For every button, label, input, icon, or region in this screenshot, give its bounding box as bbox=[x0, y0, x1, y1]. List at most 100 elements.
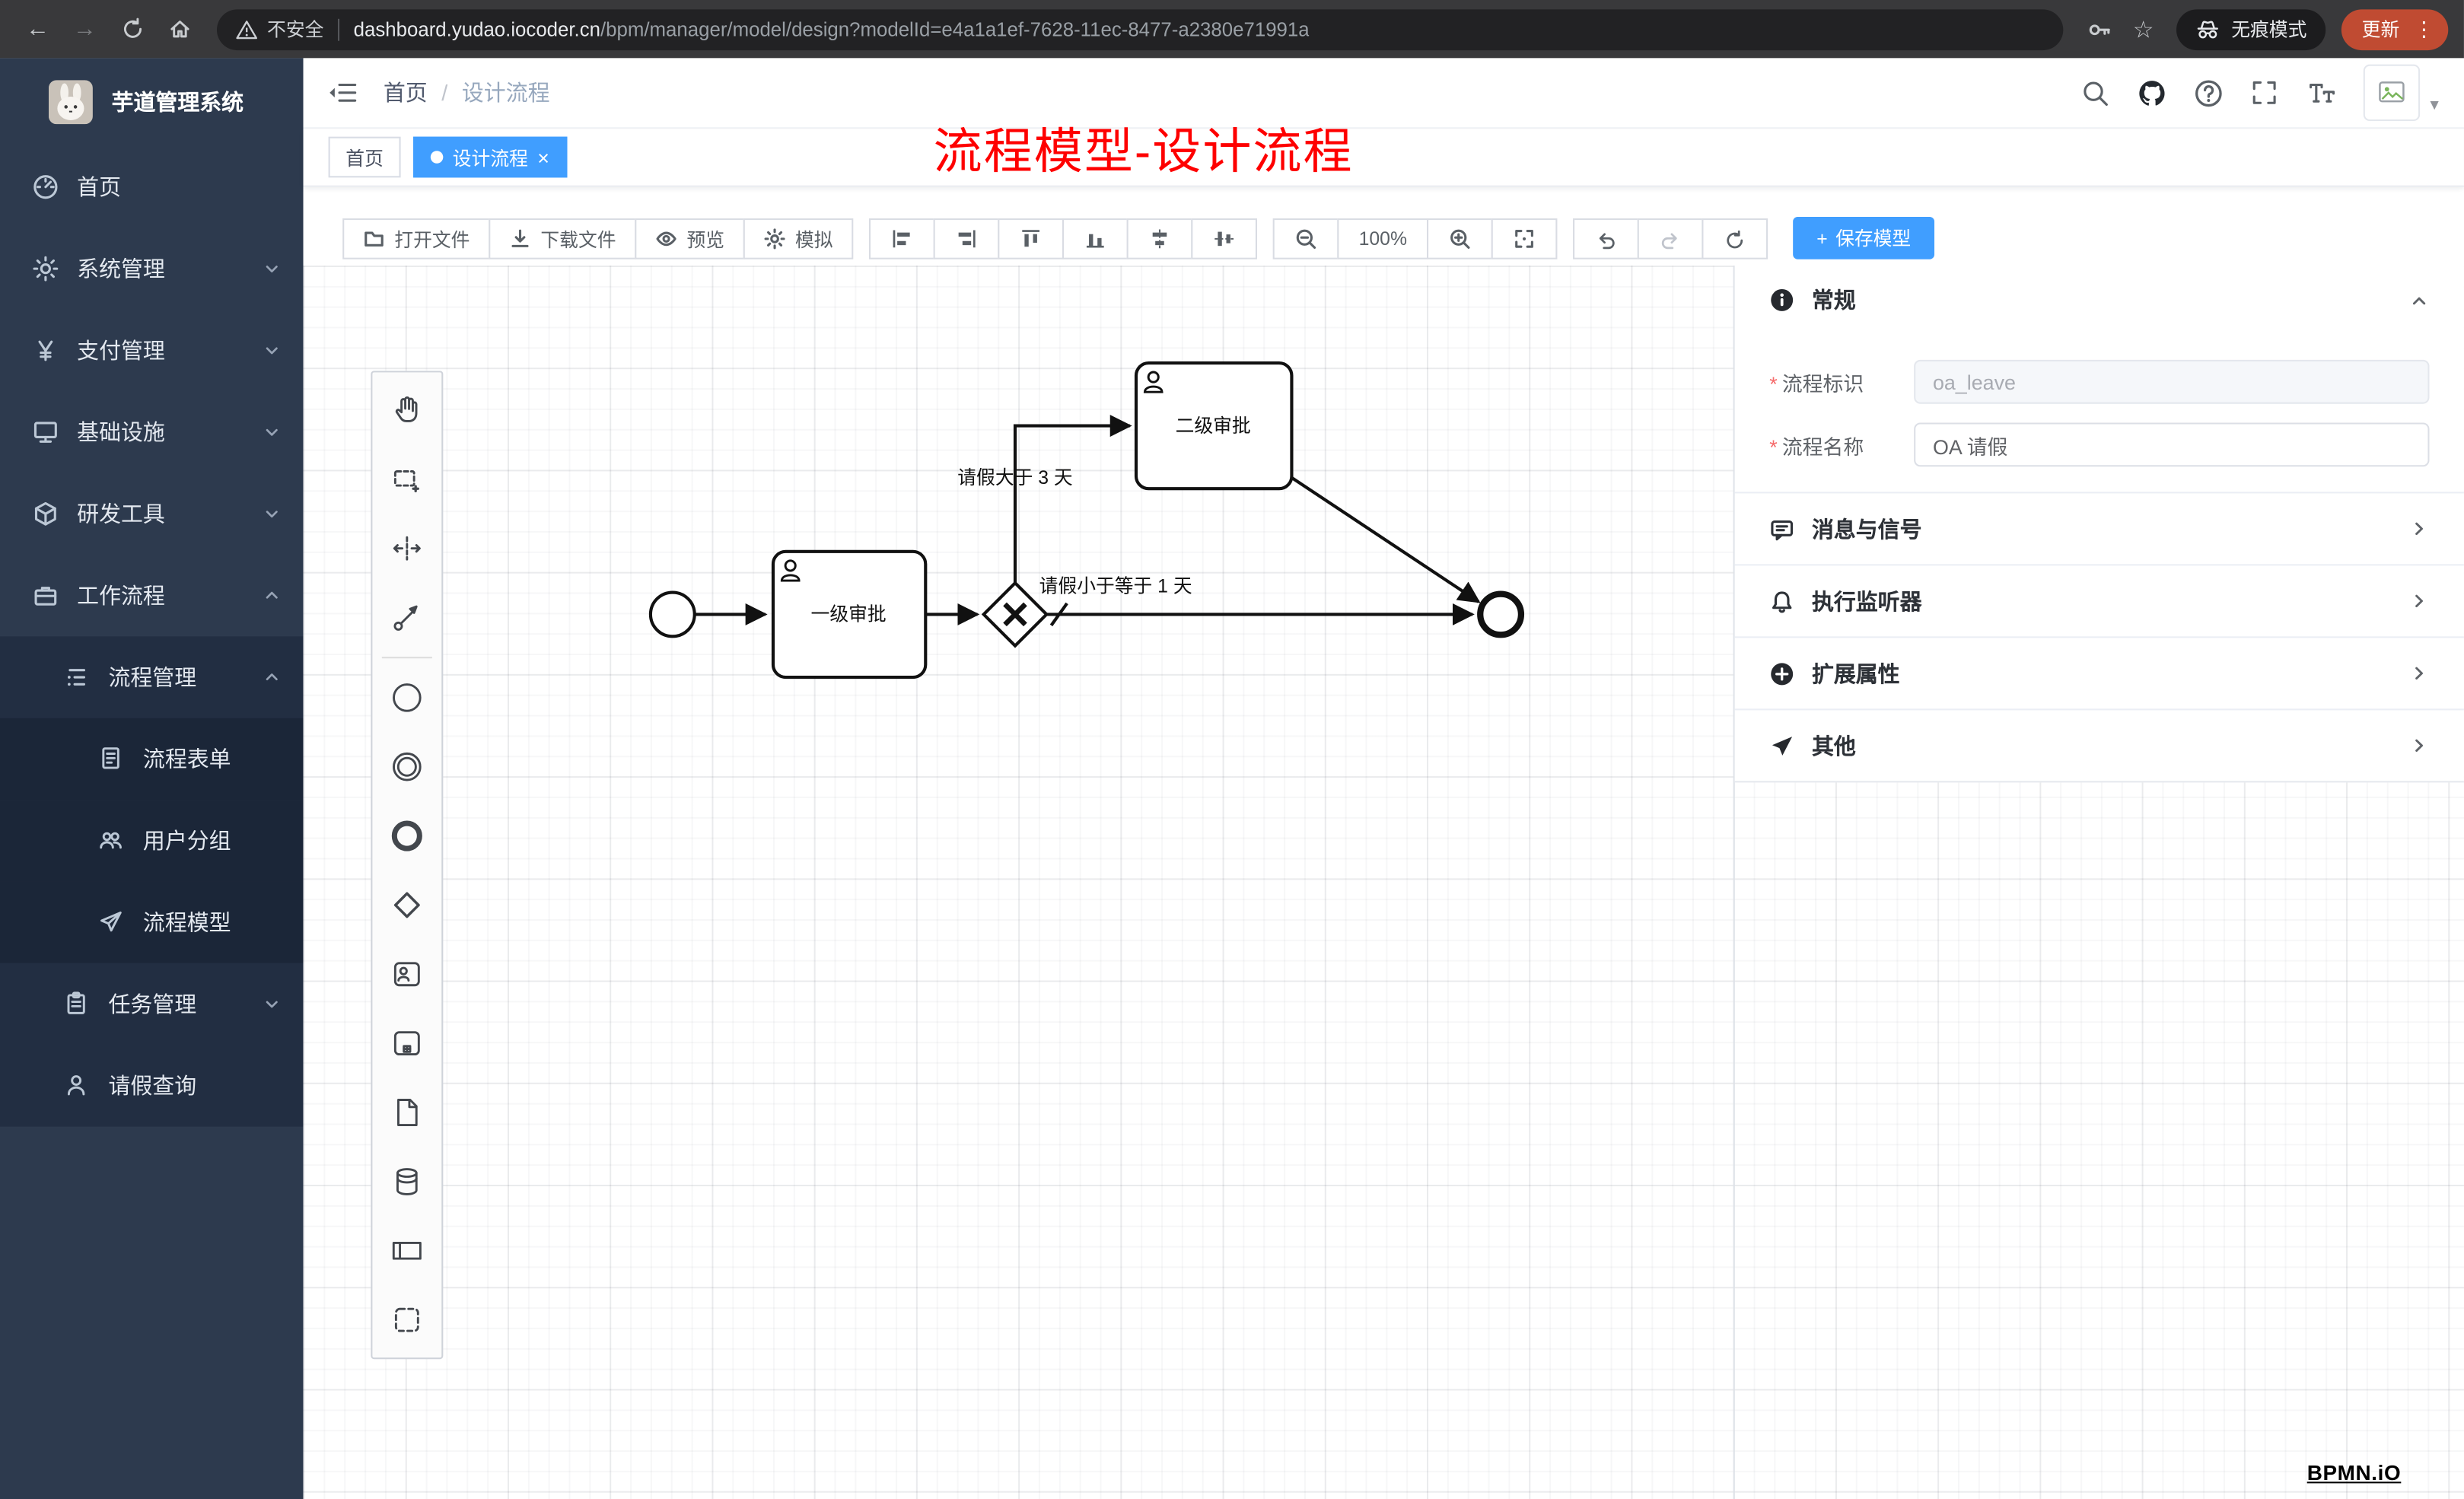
start-event[interactable] bbox=[648, 590, 696, 638]
align-bottom-button[interactable] bbox=[1062, 218, 1129, 259]
fullscreen-button[interactable] bbox=[2251, 78, 2281, 107]
sidebar-item-workflow[interactable]: 工作流程 bbox=[0, 555, 304, 636]
sidebar-logo[interactable]: 芋道管理系统 bbox=[0, 58, 304, 146]
browser-update-button[interactable]: 更新 ⋮ bbox=[2341, 8, 2449, 50]
zoom-level-indicator: 100% bbox=[1337, 218, 1429, 259]
breadcrumb-home[interactable]: 首页 bbox=[383, 80, 428, 106]
sidebar-fold-button[interactable] bbox=[327, 77, 358, 108]
sidebar-item-process-models[interactable]: 流程模型 bbox=[0, 881, 304, 963]
help-button[interactable] bbox=[2195, 78, 2224, 107]
browser-reload-button[interactable] bbox=[110, 7, 154, 51]
palette-create-start-event[interactable] bbox=[372, 663, 441, 732]
space-tool-icon bbox=[393, 536, 421, 561]
open-file-button[interactable]: 打开文件 bbox=[342, 218, 491, 259]
zoom-out-button[interactable] bbox=[1272, 218, 1339, 259]
palette-create-subprocess[interactable] bbox=[372, 1009, 441, 1078]
task-label: 二级审批 bbox=[1176, 415, 1251, 437]
palette-global-connect-tool[interactable] bbox=[372, 583, 441, 652]
align-center-horizontal-button[interactable] bbox=[1126, 218, 1193, 259]
zoom-reset-button[interactable] bbox=[1491, 218, 1558, 259]
user-avatar-button[interactable]: ▾ bbox=[2364, 64, 2439, 122]
bpmn-io-watermark[interactable]: BPMN.iO bbox=[2306, 1461, 2402, 1485]
palette-create-intermediate-event[interactable] bbox=[372, 732, 441, 801]
sidebar-item-home[interactable]: 首页 bbox=[0, 146, 304, 228]
file-button-group: 打开文件 下载文件 预览 模拟 bbox=[342, 218, 854, 259]
browser-forward-button[interactable]: → bbox=[63, 7, 107, 51]
palette-create-data-object[interactable] bbox=[372, 1078, 441, 1147]
palette-create-user-task[interactable] bbox=[372, 940, 441, 1009]
section-other[interactable]: 其他 bbox=[1734, 708, 2464, 781]
palette-create-participant[interactable] bbox=[372, 1216, 441, 1285]
lasso-icon bbox=[393, 470, 419, 492]
undo-button[interactable] bbox=[1573, 218, 1639, 259]
bpmn-canvas[interactable]: 一级审批 bbox=[303, 265, 2464, 1499]
tab-design-process[interactable]: 设计流程 × bbox=[413, 136, 567, 178]
palette-create-group[interactable] bbox=[372, 1285, 441, 1354]
user-task-level2[interactable]: 二级审批 bbox=[1134, 361, 1294, 491]
gateway-icon bbox=[393, 892, 420, 918]
end-event[interactable] bbox=[1477, 590, 1525, 638]
form-row-process-key: *流程标识 bbox=[1769, 359, 2430, 404]
user-task-level1[interactable]: 一级审批 bbox=[771, 549, 928, 679]
palette-create-gateway[interactable] bbox=[372, 870, 441, 940]
browser-toolbar: ← → 不安全 dashboard.yudao.iocoder.cn/bpm/m… bbox=[0, 0, 2464, 59]
font-size-button[interactable] bbox=[2307, 78, 2337, 107]
download-icon bbox=[509, 228, 531, 250]
eye-icon bbox=[655, 228, 677, 250]
browser-home-button[interactable] bbox=[158, 7, 202, 51]
sidebar-item-user-groups[interactable]: 用户分组 bbox=[0, 800, 304, 882]
tab-close-icon[interactable]: × bbox=[537, 145, 549, 169]
section-general[interactable]: 常规 bbox=[1734, 265, 2464, 335]
sidebar-item-task-management[interactable]: 任务管理 bbox=[0, 963, 304, 1045]
simulate-button[interactable]: 模拟 bbox=[743, 218, 854, 259]
process-name-input[interactable] bbox=[1914, 422, 2430, 467]
avatar-image-placeholder-icon bbox=[2380, 81, 2405, 103]
restart-button[interactable] bbox=[1702, 218, 1768, 259]
palette-create-end-event[interactable] bbox=[372, 801, 441, 870]
tab-home[interactable]: 首页 bbox=[328, 136, 401, 178]
flow-task2-to-end[interactable] bbox=[1291, 476, 1481, 603]
align-left-button[interactable] bbox=[869, 218, 935, 259]
bookmark-star-button[interactable]: ☆ bbox=[2123, 8, 2164, 49]
sidebar-item-payment[interactable]: 支付管理 bbox=[0, 310, 304, 391]
download-file-button[interactable]: 下载文件 bbox=[489, 218, 637, 259]
section-extended-attributes[interactable]: 扩展属性 bbox=[1734, 636, 2464, 709]
sidebar-item-process-forms[interactable]: 流程表单 bbox=[0, 718, 304, 800]
github-button[interactable] bbox=[2138, 78, 2167, 107]
flow-condition-label-le[interactable]: 请假小于等于 1 天 bbox=[1039, 576, 1192, 597]
align-center-horizontal-icon bbox=[1149, 228, 1171, 250]
preview-button[interactable]: 预览 bbox=[635, 218, 745, 259]
sidebar-item-devtools[interactable]: 研发工具 bbox=[0, 473, 304, 555]
paper-plane-icon bbox=[97, 909, 126, 937]
palette-hand-tool[interactable] bbox=[372, 376, 441, 445]
align-center-vertical-button[interactable] bbox=[1191, 218, 1258, 259]
search-button[interactable] bbox=[2081, 78, 2111, 107]
browser-menu-icon[interactable]: ⋮ bbox=[2413, 16, 2434, 40]
redo-button[interactable] bbox=[1637, 218, 1704, 259]
flow-gateway-to-task2[interactable] bbox=[1013, 415, 1132, 584]
palette-space-tool[interactable] bbox=[372, 514, 441, 583]
section-messages-signals[interactable]: 消息与信号 bbox=[1734, 492, 2464, 565]
incognito-badge: 无痕模式 bbox=[2176, 8, 2326, 50]
flow-condition-label-gt[interactable]: 请假大于 3 天 bbox=[957, 467, 1072, 489]
align-top-button[interactable] bbox=[998, 218, 1065, 259]
align-right-button[interactable] bbox=[933, 218, 1000, 259]
palette-create-data-store[interactable] bbox=[372, 1147, 441, 1216]
address-bar[interactable]: 不安全 dashboard.yudao.iocoder.cn/bpm/manag… bbox=[216, 8, 2064, 50]
sidebar-item-leave-query[interactable]: 请假查询 bbox=[0, 1045, 304, 1127]
sidebar-item-label: 基础设施 bbox=[77, 419, 165, 445]
sidebar-item-process-management[interactable]: 流程管理 bbox=[0, 636, 304, 718]
exclusive-gateway[interactable] bbox=[981, 581, 1049, 648]
save-model-button[interactable]: + 保存模型 bbox=[1793, 216, 1935, 259]
chevron-down-icon bbox=[263, 422, 282, 441]
sidebar-item-system[interactable]: 系统管理 bbox=[0, 228, 304, 309]
password-key-button[interactable] bbox=[2079, 8, 2120, 49]
zoom-in-button[interactable] bbox=[1427, 218, 1493, 259]
general-form: *流程标识 *流程名称 bbox=[1734, 334, 2464, 492]
person-icon bbox=[63, 1071, 91, 1100]
site-security-chip[interactable]: 不安全 bbox=[236, 16, 323, 43]
palette-lasso-tool[interactable] bbox=[372, 444, 441, 514]
browser-back-button[interactable]: ← bbox=[16, 7, 60, 51]
sidebar-item-infrastructure[interactable]: 基础设施 bbox=[0, 391, 304, 473]
section-execution-listeners[interactable]: 执行监听器 bbox=[1734, 564, 2464, 637]
